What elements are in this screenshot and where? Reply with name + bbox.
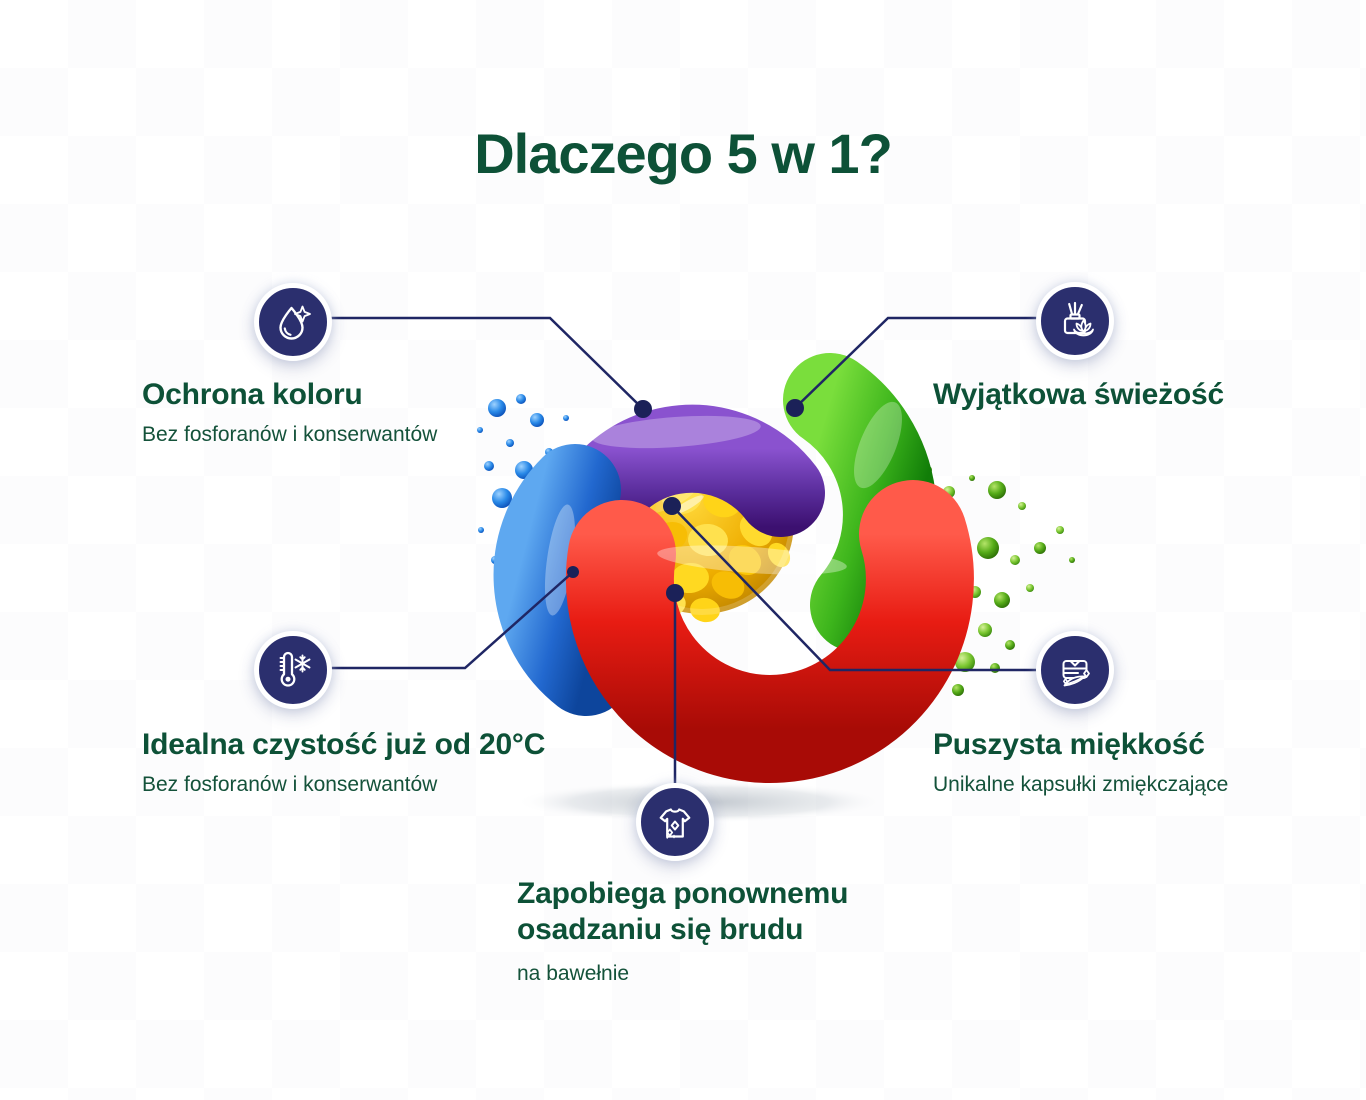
anti-redeposition-badge xyxy=(636,783,714,861)
softness-badge xyxy=(1036,631,1114,709)
connector-cleanliness xyxy=(293,571,574,670)
feature-anti-redeposition: Zapobiega ponownemu osadzaniu się brudu … xyxy=(517,876,848,986)
feature-subtext: Bez fosforanów i konserwantów xyxy=(142,773,438,796)
cleanliness-badge xyxy=(254,631,332,709)
page-title: Dlaczego 5 w 1? xyxy=(474,122,893,185)
feature-heading: Idealna czystość już od 20°C xyxy=(142,728,546,761)
feature-subtext: na bawełnie xyxy=(517,962,630,985)
feature-color-protection: Ochrona koloru Bez fosforanów i konserwa… xyxy=(142,377,437,447)
shirt-sparkle-icon xyxy=(659,808,691,839)
freshness-badge xyxy=(1036,282,1114,360)
connector-color-protection xyxy=(293,316,644,410)
feature-subtext: Bez fosforanów i konserwantów xyxy=(142,423,438,446)
feature-freshness: Wyjątkowa świeżość xyxy=(933,377,1224,413)
feature-heading: Wyjątkowa świeżość xyxy=(933,378,1224,411)
capsule-swirls xyxy=(493,353,974,783)
connector-lines xyxy=(293,316,1075,788)
diffuser-icon xyxy=(1063,301,1094,337)
feature-heading: Ochrona koloru xyxy=(142,378,363,411)
feature-cleanliness: Idealna czystość już od 20°C Bez fosfora… xyxy=(142,727,545,797)
feature-softness: Puszysta miękkość Unikalne kapsułki zmię… xyxy=(933,727,1228,797)
color-protection-badge xyxy=(254,283,332,361)
drop-sparkle-icon xyxy=(279,305,311,340)
feature-subtext: Unikalne kapsułki zmiękczające xyxy=(933,773,1229,796)
connector-freshness xyxy=(794,316,1075,409)
feature-heading: Puszysta miękkość xyxy=(933,728,1205,761)
thermometer-snowflake-icon xyxy=(279,651,311,687)
towel-feather-icon xyxy=(1062,660,1090,687)
connector-dots xyxy=(567,399,804,602)
connector-softness xyxy=(671,505,1045,672)
feature-heading: Zapobiega ponownemu osadzaniu się brudu xyxy=(517,877,849,946)
